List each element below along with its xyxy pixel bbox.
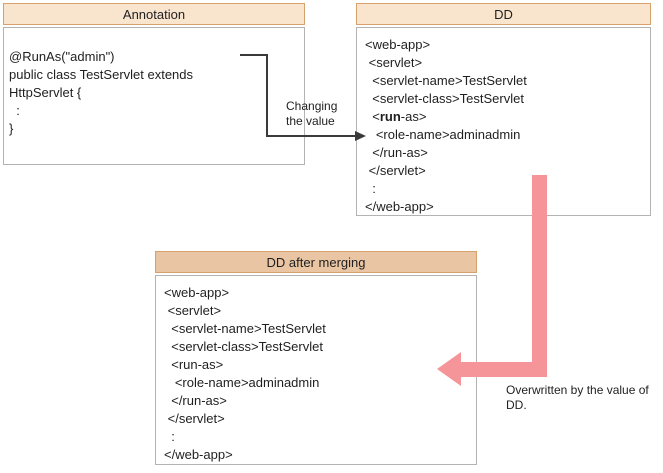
overwritten-arrow-segment-horizontal bbox=[460, 362, 547, 377]
run-as-bold: run bbox=[379, 109, 401, 124]
run-as-prefix: < bbox=[365, 109, 380, 124]
annotation-box-header: Annotation bbox=[3, 3, 305, 25]
code-line: <servlet> bbox=[365, 55, 423, 70]
merged-box-body: <web-app> <servlet> <servlet-name>TestSe… bbox=[155, 275, 477, 465]
overwritten-arrow-label: Overwritten by the value of DD. bbox=[506, 383, 649, 412]
code-line: <servlet> bbox=[164, 303, 222, 318]
code-line: : bbox=[9, 103, 20, 118]
code-line: <web-app> bbox=[164, 285, 230, 300]
changing-arrow-segment-vertical bbox=[266, 54, 268, 137]
code-line: </servlet> bbox=[365, 163, 426, 178]
code-line: </run-as> bbox=[164, 393, 227, 408]
code-line: <servlet-name>TestServlet bbox=[365, 73, 527, 88]
merged-box-title: DD after merging bbox=[266, 255, 366, 270]
code-line: <servlet-class>TestServlet bbox=[164, 339, 323, 354]
changing-arrow-segment-horizontal-bottom bbox=[266, 135, 356, 137]
code-line: <web-app> bbox=[365, 37, 431, 52]
code-line: <servlet-name>TestServlet bbox=[164, 321, 326, 336]
changing-arrowhead-icon bbox=[355, 131, 366, 141]
dd-box-title: DD bbox=[494, 7, 513, 22]
code-line: : bbox=[365, 181, 376, 196]
code-line: <role-name>adminadmin bbox=[164, 375, 320, 390]
code-line: : bbox=[164, 429, 175, 444]
code-line: </run-as> bbox=[365, 145, 428, 160]
run-as-suffix: -as> bbox=[400, 109, 427, 124]
code-line-run-as: <run-as> bbox=[365, 108, 650, 126]
overwritten-arrow-segment-vertical bbox=[532, 175, 547, 377]
code-line: <servlet-class>TestServlet bbox=[365, 91, 524, 106]
code-line: @RunAs("admin") bbox=[9, 49, 115, 64]
code-line: <role-name>adminadmin bbox=[365, 127, 521, 142]
merged-box-header: DD after merging bbox=[155, 251, 477, 273]
annotation-box-title: Annotation bbox=[122, 7, 186, 22]
code-line: </web-app> bbox=[365, 199, 434, 214]
code-line: } bbox=[9, 121, 14, 136]
changing-arrow-label: Changing the value bbox=[286, 99, 338, 128]
dd-box-header: DD bbox=[356, 3, 651, 25]
dd-box-body: <web-app> <servlet> <servlet-name>TestSe… bbox=[356, 27, 651, 216]
code-line: HttpServlet { bbox=[9, 85, 82, 100]
code-line: <run-as> bbox=[164, 357, 224, 372]
code-line: public class TestServlet extends bbox=[9, 67, 194, 82]
annotation-box-body: @RunAs("admin") public class TestServlet… bbox=[3, 27, 305, 165]
code-line: </web-app> bbox=[164, 447, 233, 462]
code-line: </servlet> bbox=[164, 411, 225, 426]
changing-arrow-segment-horizontal-top bbox=[240, 54, 268, 56]
overwritten-arrowhead-icon bbox=[437, 352, 461, 386]
